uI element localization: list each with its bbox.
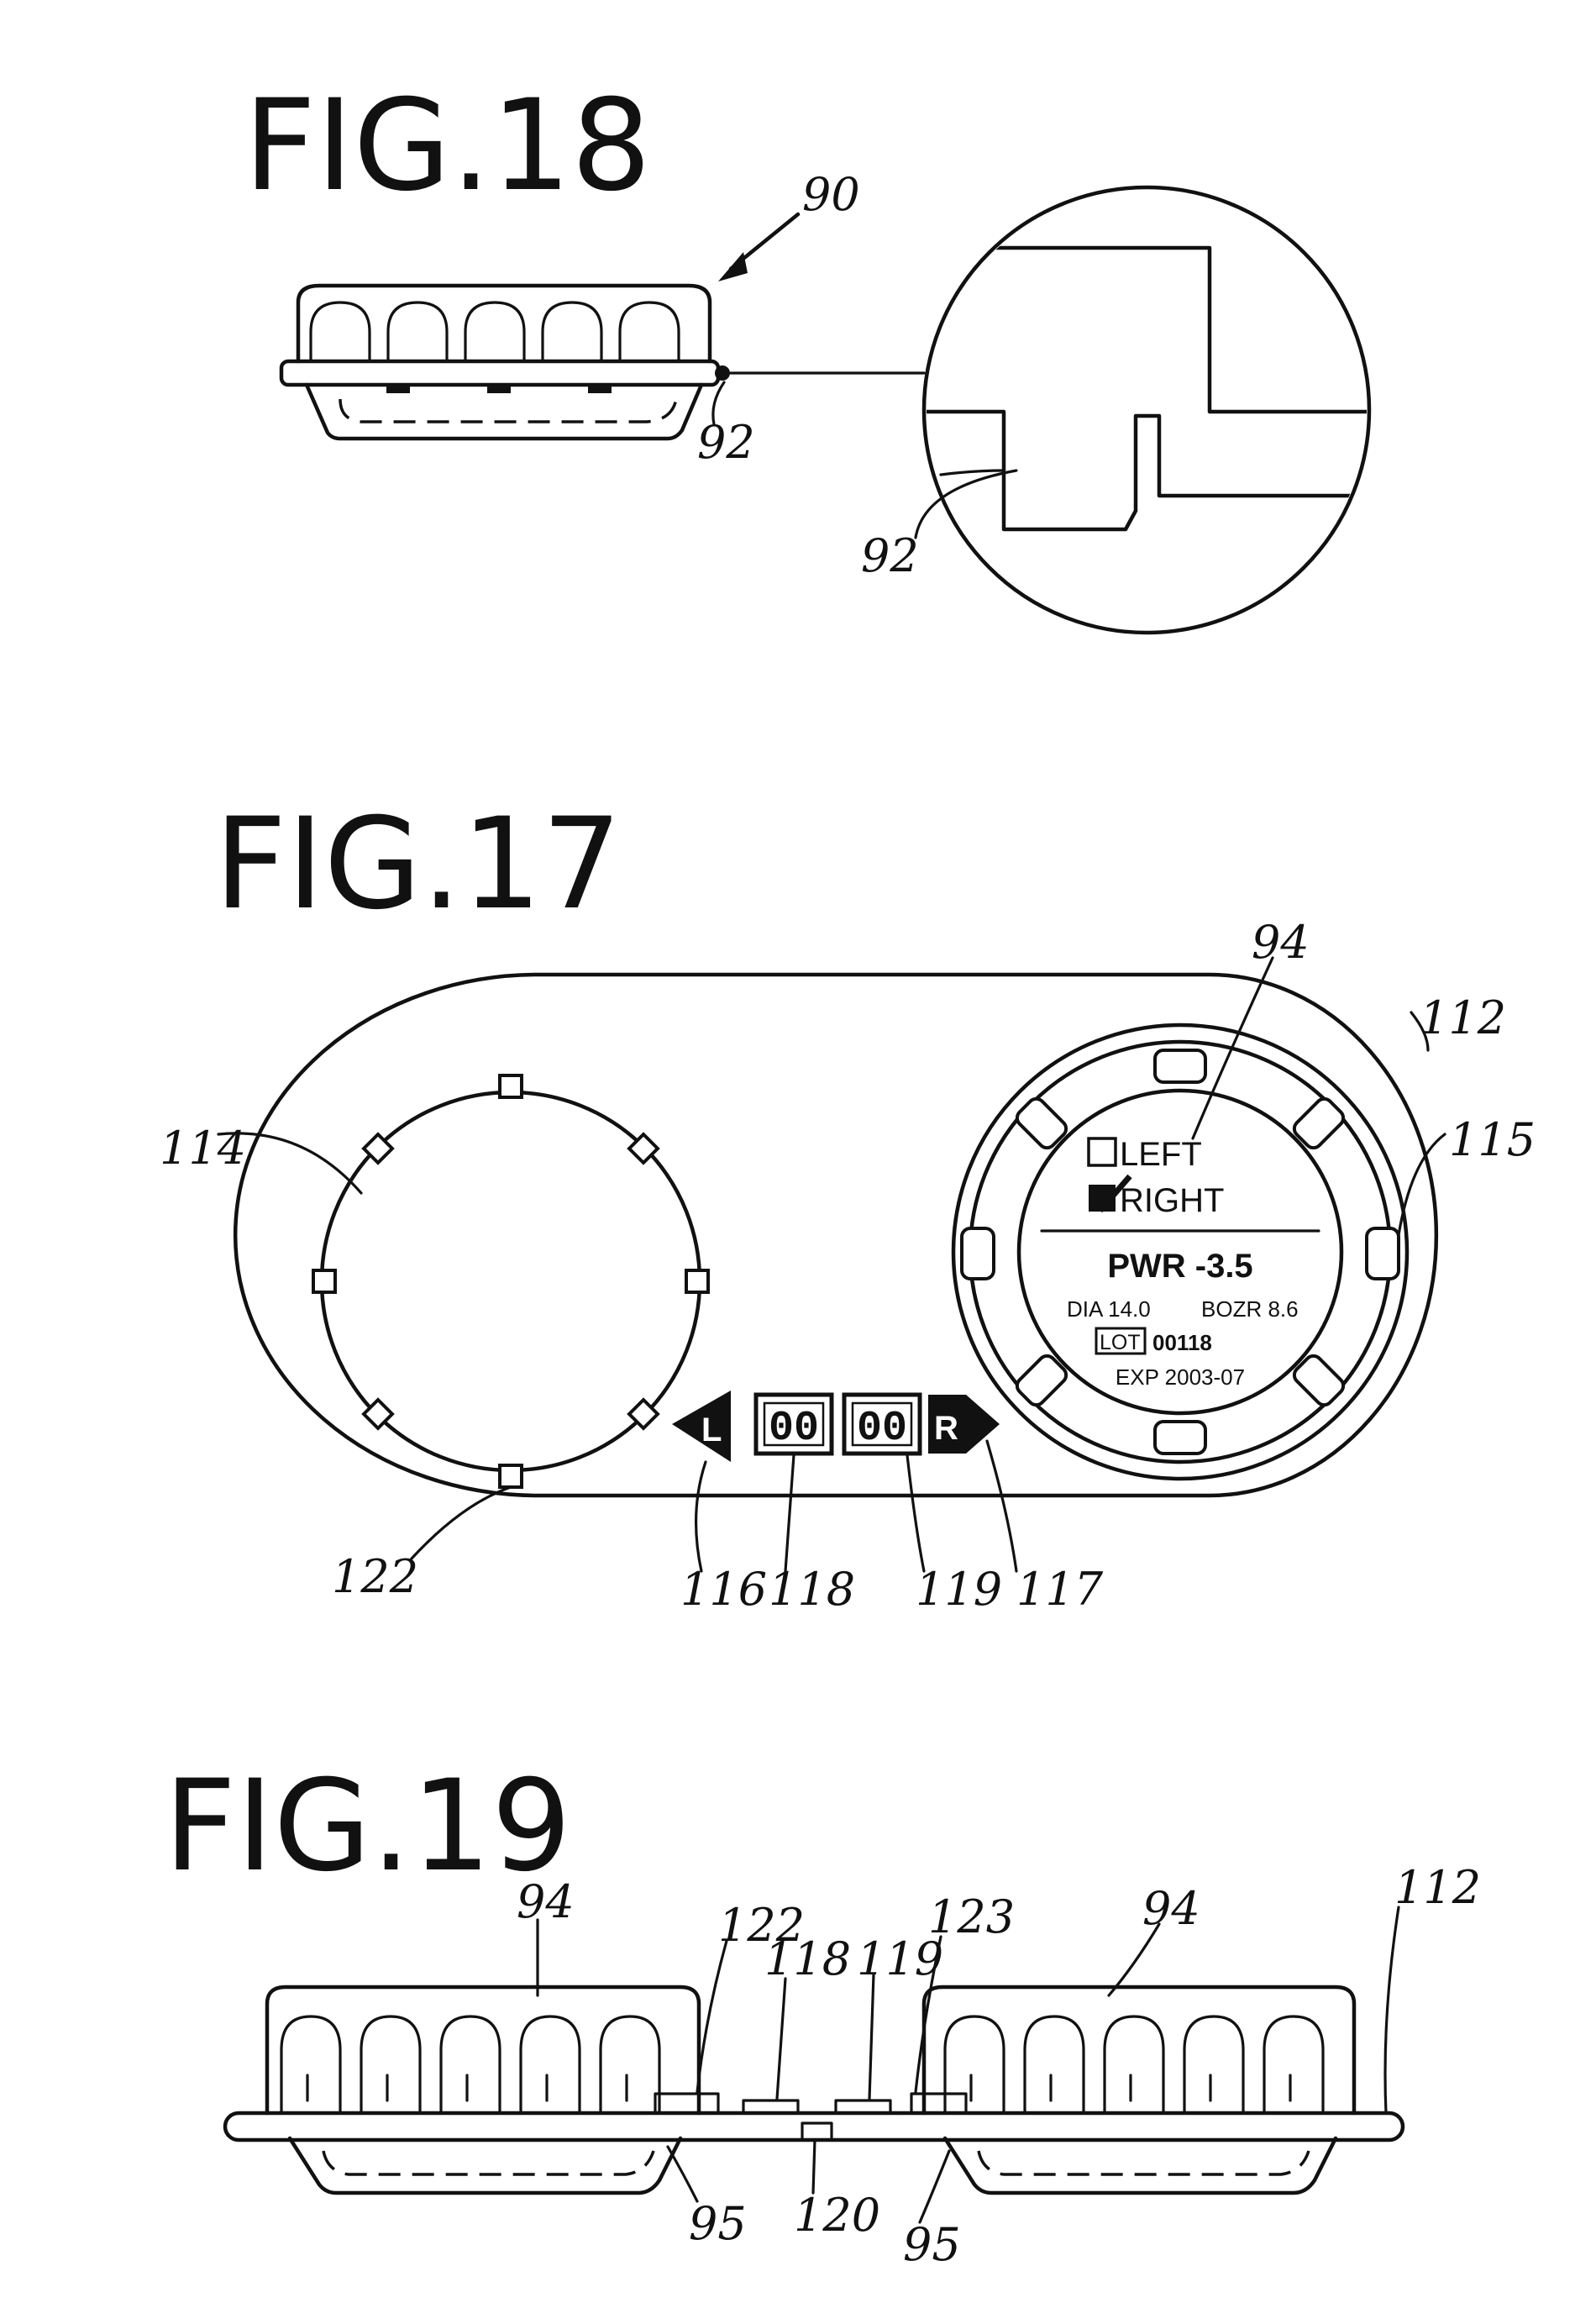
fig18: FIG.18 90 92 <box>244 73 1378 633</box>
fig19-ref-94-left: 94 <box>517 1875 575 1928</box>
fig19-ref-112: 112 <box>1394 1861 1481 1914</box>
fig17-ref-117: 117 <box>1016 1563 1104 1616</box>
fig17-ref-115: 115 <box>1449 1113 1536 1166</box>
label-power: PWR -3.5 <box>1107 1248 1252 1285</box>
left-letter: L <box>701 1412 722 1448</box>
fig17-empty-cup <box>313 1075 708 1487</box>
fig19-ref-95-right: 95 <box>903 2218 961 2271</box>
fig19-ref-95-left: 95 <box>689 2197 747 2250</box>
fig17-indicator: L 00 00 R <box>672 1391 1000 1462</box>
fig19-left-package <box>267 1987 699 2193</box>
right-counter-digits: 00 <box>857 1405 907 1453</box>
fig19-base <box>225 2113 1403 2140</box>
fig19-ref-120: 120 <box>794 2189 880 2242</box>
fig18-package <box>281 286 730 439</box>
fig18-ref-92-detail: 92 <box>861 529 919 582</box>
right-letter: R <box>934 1410 958 1447</box>
fig19-ref-94-right: 94 <box>1142 1882 1200 1935</box>
fig17-title: FIG.17 <box>214 791 622 938</box>
left-counter-digits: 00 <box>769 1405 819 1453</box>
fig19-hinge <box>655 2094 966 2140</box>
fig19-right-package <box>924 1987 1354 2193</box>
fig18-ref-90: 90 <box>802 168 860 221</box>
fig17-ref-118: 118 <box>769 1563 855 1616</box>
fig17-ref-119: 119 <box>916 1563 1002 1616</box>
label-lot-tag: LOT <box>1100 1331 1141 1354</box>
fig19-title: FIG.19 <box>164 1753 571 1900</box>
fig19-ref-118: 118 <box>764 1932 851 1985</box>
label-bozr: BOZR 8.6 <box>1201 1296 1299 1322</box>
fig17: FIG.17 114 122 <box>160 791 1536 1616</box>
label-left: LEFT <box>1120 1136 1202 1173</box>
fig17-lens-label: LEFT RIGHT PWR -3.5 DIA 14.0 BOZR 8.6 LO… <box>1067 1136 1299 1390</box>
fig17-ref-122: 122 <box>332 1550 418 1603</box>
fig18-ref-92: 92 <box>697 416 755 469</box>
fig17-ref-94: 94 <box>1252 916 1310 969</box>
right-arrow-indicator <box>966 1395 1000 1454</box>
fig19: FIG.19 <box>164 1753 1481 2271</box>
fig17-base <box>235 975 1436 1496</box>
left-checkbox-icon <box>1089 1138 1116 1165</box>
label-right: RIGHT <box>1120 1182 1224 1219</box>
label-dia: DIA 14.0 <box>1067 1296 1151 1322</box>
label-lot-value: 00118 <box>1152 1330 1212 1355</box>
fig17-ref-112: 112 <box>1420 991 1506 1044</box>
fig17-ref-116: 116 <box>680 1563 767 1616</box>
fig19-ref-123: 123 <box>928 1890 1015 1943</box>
fig18-detail-circle <box>924 187 1378 633</box>
fig18-title: FIG.18 <box>244 73 651 219</box>
label-exp: EXP 2003-07 <box>1116 1364 1245 1390</box>
fig17-ref-114: 114 <box>160 1122 246 1175</box>
